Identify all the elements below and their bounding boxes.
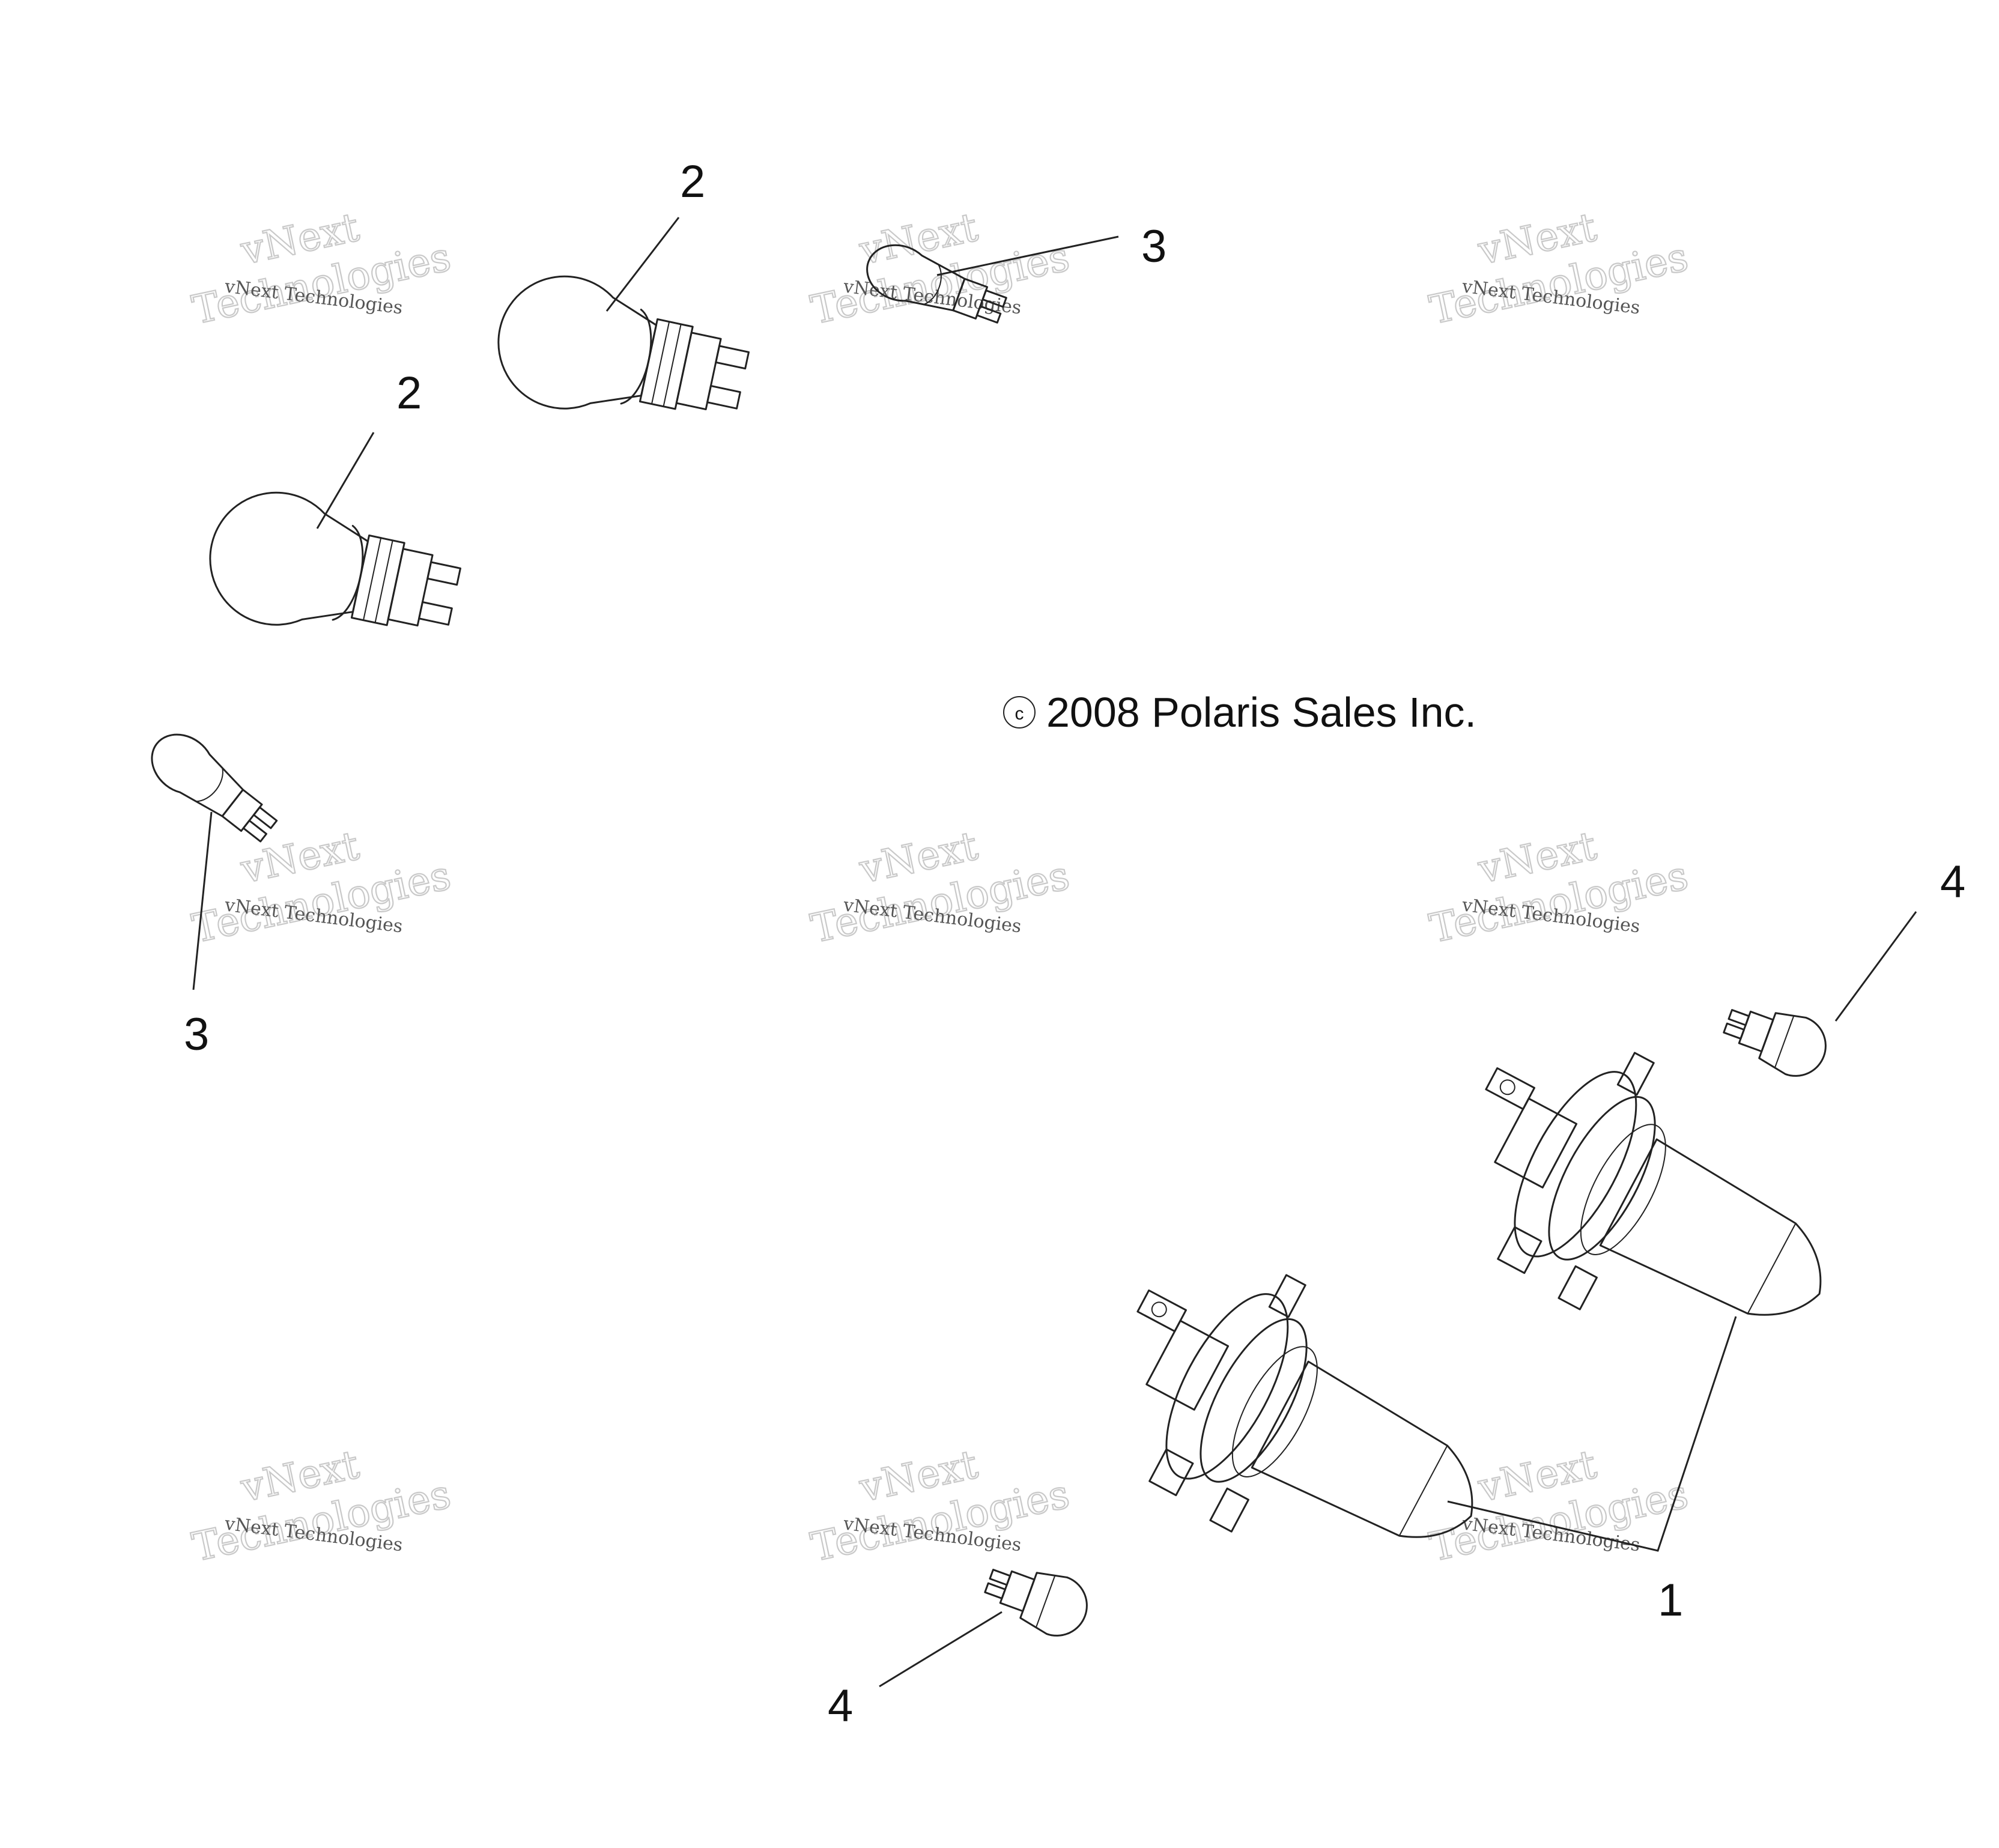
small-bulb-3-top (866, 244, 1007, 324)
copyright-circle (1003, 696, 1036, 729)
callout-3-left: 3 (184, 1009, 209, 1060)
watermark-8: vNext Technologies vNext Technologies (806, 1440, 1073, 1571)
copyright-symbol: c (1015, 704, 1024, 724)
watermark-4: vNext Technologies vNext Technologies (187, 822, 455, 953)
callout-4-right: 4 (1940, 856, 1965, 907)
leader-4-right (1834, 911, 1917, 1022)
copyright-notice: c 2008 Polaris Sales Inc. (1003, 689, 1476, 736)
watermark-5: vNext Technologies vNext Technologies (806, 822, 1073, 953)
callout-3-top: 3 (1141, 221, 1166, 272)
watermark-1: vNext Technologies vNext Technologies (187, 203, 455, 334)
callout-1: 1 (1658, 1575, 1683, 1626)
leader-2-left (316, 432, 375, 529)
leader-2-top (605, 217, 680, 312)
leader-3-top (936, 235, 1119, 276)
leader-3-left (192, 811, 213, 990)
wedge-bulb-4-right (1723, 1009, 1827, 1077)
wedge-bulb-4-bottom (984, 1569, 1088, 1637)
headlight-bulb-1-upper (1485, 1052, 1822, 1316)
headlight-bulb-1-lower (1136, 1274, 1473, 1538)
watermark-3: vNext Technologies vNext Technologies (1425, 203, 1692, 334)
leader-4-bottom (879, 1611, 1003, 1688)
copyright-text: 2008 Polaris Sales Inc. (1046, 689, 1476, 736)
watermark-6: vNext Technologies vNext Technologies (1425, 822, 1692, 953)
small-bulb-3-left (151, 733, 278, 843)
wedge-bulb-2-left (209, 491, 461, 627)
callout-2-left: 2 (396, 368, 422, 419)
wedge-bulb-2-top (497, 275, 750, 411)
watermark-7: vNext Technologies vNext Technologies (187, 1440, 455, 1571)
leader-1 (1447, 1316, 1737, 1552)
callout-2-top: 2 (680, 156, 705, 207)
callout-4-bottom: 4 (828, 1680, 853, 1731)
